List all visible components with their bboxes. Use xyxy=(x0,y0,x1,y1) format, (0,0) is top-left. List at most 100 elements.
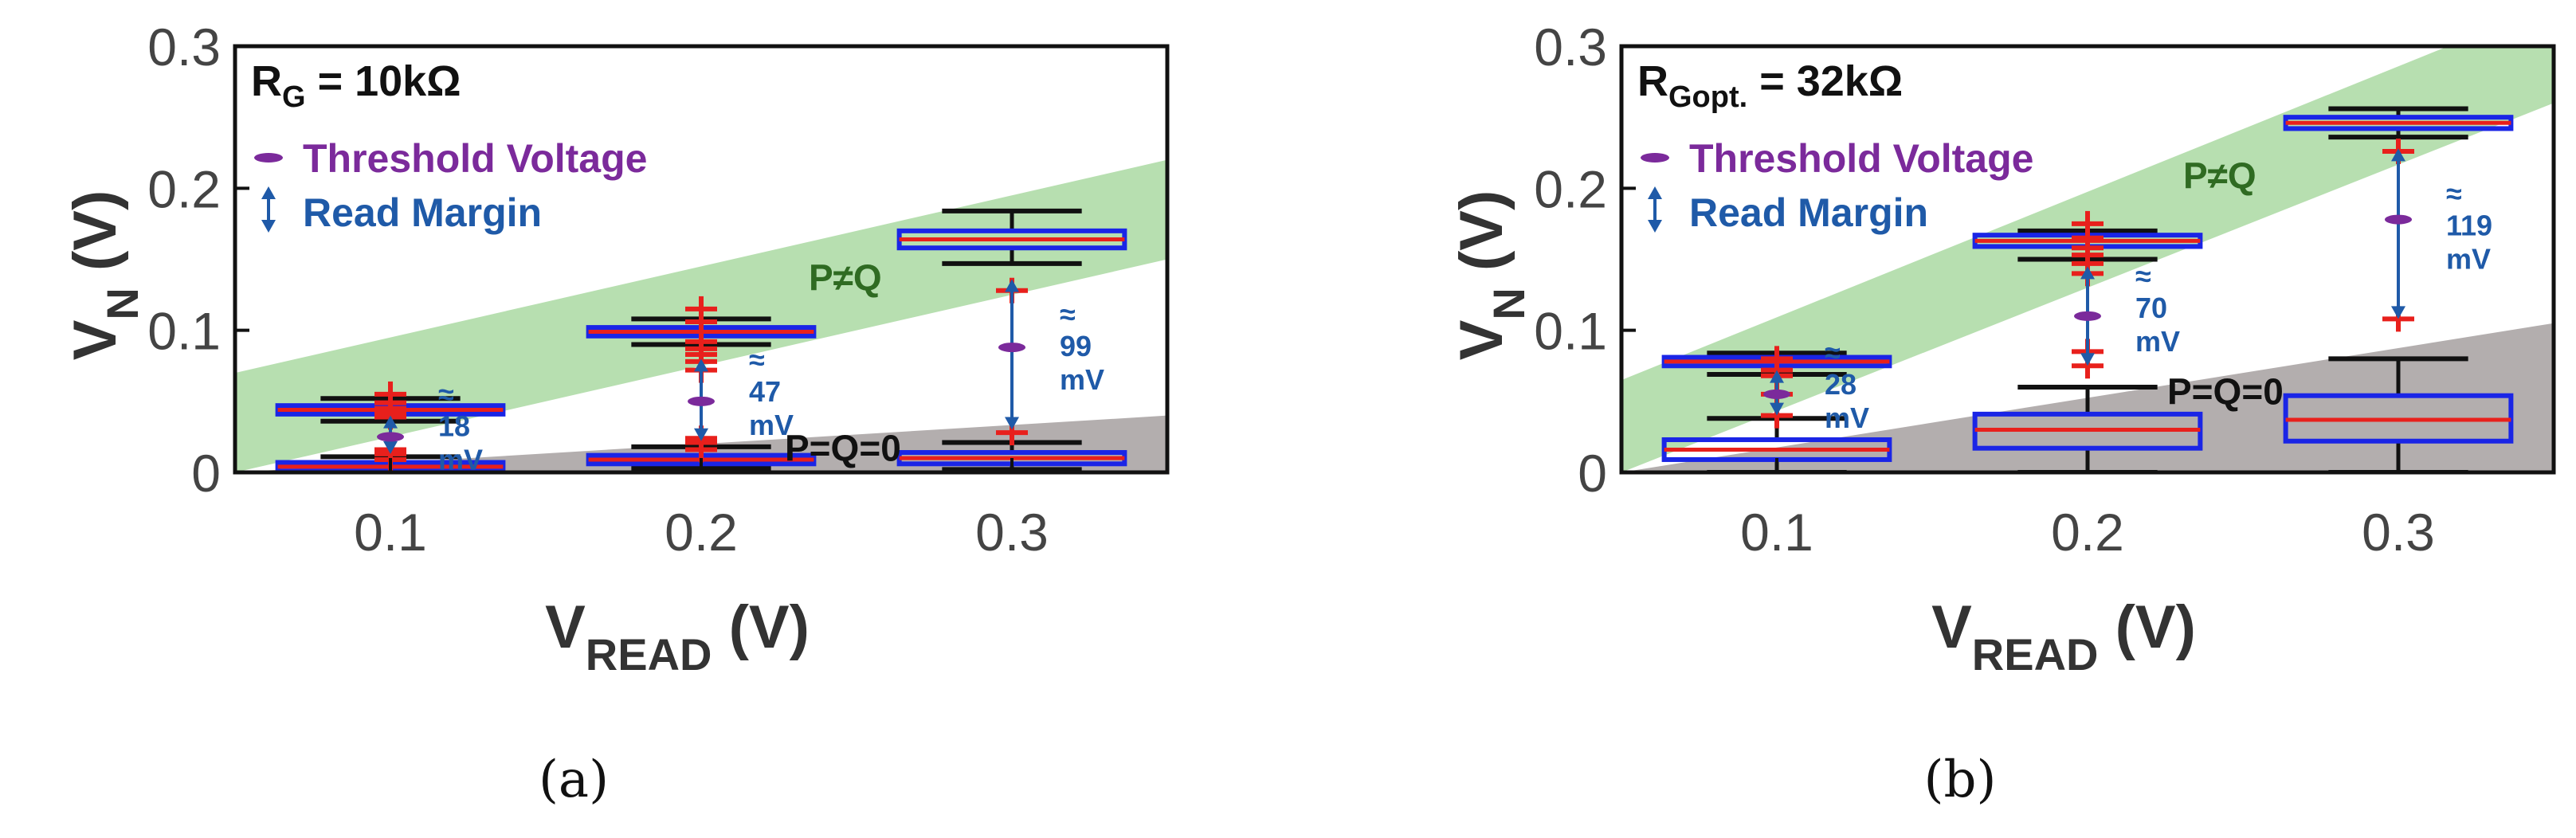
y-axis-label: VN (V) xyxy=(61,190,147,361)
y-tick-label: 0.2 xyxy=(1534,159,1607,218)
read-margin-arrowhead xyxy=(1005,417,1019,430)
x-tick-label: 0.1 xyxy=(1740,503,1813,562)
read-margin-value: 70 xyxy=(2135,292,2167,324)
threshold-marker xyxy=(1763,389,1790,399)
legend-threshold-icon xyxy=(1641,153,1669,163)
condition-sub: Gopt. xyxy=(1668,80,1747,114)
read-margin-arrowhead xyxy=(383,415,398,429)
y-tick-label: 0.1 xyxy=(1534,302,1607,361)
read-margin-arrowhead xyxy=(2391,306,2405,319)
read-margin-arrowhead xyxy=(1770,370,1784,383)
read-margin-approx: ≈ xyxy=(2135,260,2151,292)
box-group-1 xyxy=(1661,346,1892,472)
x-tick-label: 0.2 xyxy=(665,503,738,562)
threshold-marker xyxy=(2074,311,2101,321)
x-tick-label: 0.2 xyxy=(2051,503,2124,562)
read-margin-arrowhead xyxy=(694,428,708,441)
legend-margin-icon-arrowhead xyxy=(261,220,276,233)
y-tick-label: 0.3 xyxy=(147,18,221,76)
x-tick-label: 0.1 xyxy=(354,503,427,562)
read-margin-unit: mV xyxy=(1825,401,1869,434)
region-label-p-eq-q-zero: P=Q=0 xyxy=(785,428,901,469)
y-tick-label: 0.3 xyxy=(1534,18,1607,76)
plot-area: P≠Q P=Q=0 xyxy=(1621,46,2554,472)
x-axis-label-unit: (V) xyxy=(2098,593,2195,661)
condition-value: = 10kΩ xyxy=(306,57,461,105)
read-margin-value: 18 xyxy=(438,410,470,443)
read-margin-unit: mV xyxy=(1060,363,1104,396)
read-margin-arrowhead xyxy=(2391,148,2405,162)
upper-box xyxy=(586,296,817,383)
read-margin-approx: ≈ xyxy=(2446,177,2462,210)
read-margin-arrowhead xyxy=(694,358,708,372)
region-label-p-neq-q: P≠Q xyxy=(2183,155,2256,196)
read-margin-arrowhead xyxy=(383,441,398,454)
y-axis-label-unit: (V) xyxy=(1448,190,1515,288)
upper-box xyxy=(1972,210,2203,379)
x-tick-label: 0.3 xyxy=(2362,503,2435,562)
threshold-marker xyxy=(2385,214,2412,225)
panel-caption: (a) xyxy=(539,750,609,809)
read-margin-unit: mV xyxy=(749,409,794,441)
x-axis-label-unit: (V) xyxy=(712,593,809,661)
region-label-p-eq-q-zero: P=Q=0 xyxy=(2167,370,2284,412)
lower-box xyxy=(1972,385,2203,472)
y-axis-label-main: V xyxy=(61,319,129,360)
legend-margin-label: Read Margin xyxy=(303,190,542,235)
threshold-marker xyxy=(688,396,715,406)
legend-margin-label: Read Margin xyxy=(1689,190,1928,235)
plot-area: P≠Q P=Q=0 xyxy=(235,159,1167,472)
y-axis-label-unit: (V) xyxy=(61,190,129,288)
upper-box xyxy=(275,381,506,430)
y-axis-label-sub: N xyxy=(97,288,147,319)
x-axis-label: VREAD (V) xyxy=(545,593,810,679)
condition-value: = 32kΩ xyxy=(1747,57,1903,105)
read-margin-value: 99 xyxy=(1060,330,1092,362)
condition-sub: G xyxy=(282,80,306,114)
legend-margin-icon-arrowhead xyxy=(261,186,276,199)
read-margin-value: 119 xyxy=(2446,209,2492,241)
read-margin-arrowhead xyxy=(2080,353,2095,366)
read-margin-unit: mV xyxy=(2446,242,2491,275)
legend-threshold-icon xyxy=(254,153,283,163)
legend-margin-icon-arrowhead xyxy=(1648,186,1662,199)
panel-caption: (b) xyxy=(1924,750,1997,809)
x-axis-label-main: V xyxy=(1931,593,1972,661)
read-margin-arrowhead xyxy=(1770,402,1784,416)
legend-margin-icon-arrowhead xyxy=(1648,220,1662,233)
x-axis-label-main: V xyxy=(545,593,586,661)
y-axis-label-main: V xyxy=(1448,319,1515,360)
threshold-marker xyxy=(377,432,404,442)
x-axis-label: VREAD (V) xyxy=(1931,593,2196,679)
read-margin-unit: mV xyxy=(2135,325,2180,358)
read-margin-approx: ≈ xyxy=(1825,336,1841,369)
condition-label: RGopt. = 32kΩ xyxy=(1637,57,1903,114)
y-tick-label: 0.1 xyxy=(147,302,221,361)
x-tick-label: 0.3 xyxy=(975,503,1049,562)
read-margin-approx: ≈ xyxy=(438,378,454,411)
read-margin-value: 28 xyxy=(1825,368,1857,401)
threshold-marker xyxy=(998,343,1025,353)
read-margin-arrowhead xyxy=(2080,266,2095,280)
x-axis-label-sub: READ xyxy=(1972,629,2099,679)
read-margin-arrowhead xyxy=(1005,279,1019,292)
y-tick-label: 0.2 xyxy=(147,159,221,218)
read-margin-approx: ≈ xyxy=(749,343,765,376)
y-tick-label: 0 xyxy=(191,444,221,503)
y-axis-label-sub: N xyxy=(1484,288,1534,319)
y-axis-label: VN (V) xyxy=(1448,190,1534,361)
x-axis-label-sub: READ xyxy=(586,629,712,679)
read-margin-approx: ≈ xyxy=(1060,298,1076,331)
box-group-3 xyxy=(2283,106,2514,472)
legend-threshold-label: Threshold Voltage xyxy=(303,136,647,181)
condition-label: RG = 10kΩ xyxy=(251,57,461,114)
legend-threshold-label: Threshold Voltage xyxy=(1689,136,2033,181)
box-group-2 xyxy=(1972,210,2203,472)
region-label-p-neq-q: P≠Q xyxy=(809,257,882,299)
y-tick-label: 0 xyxy=(1578,444,1607,503)
